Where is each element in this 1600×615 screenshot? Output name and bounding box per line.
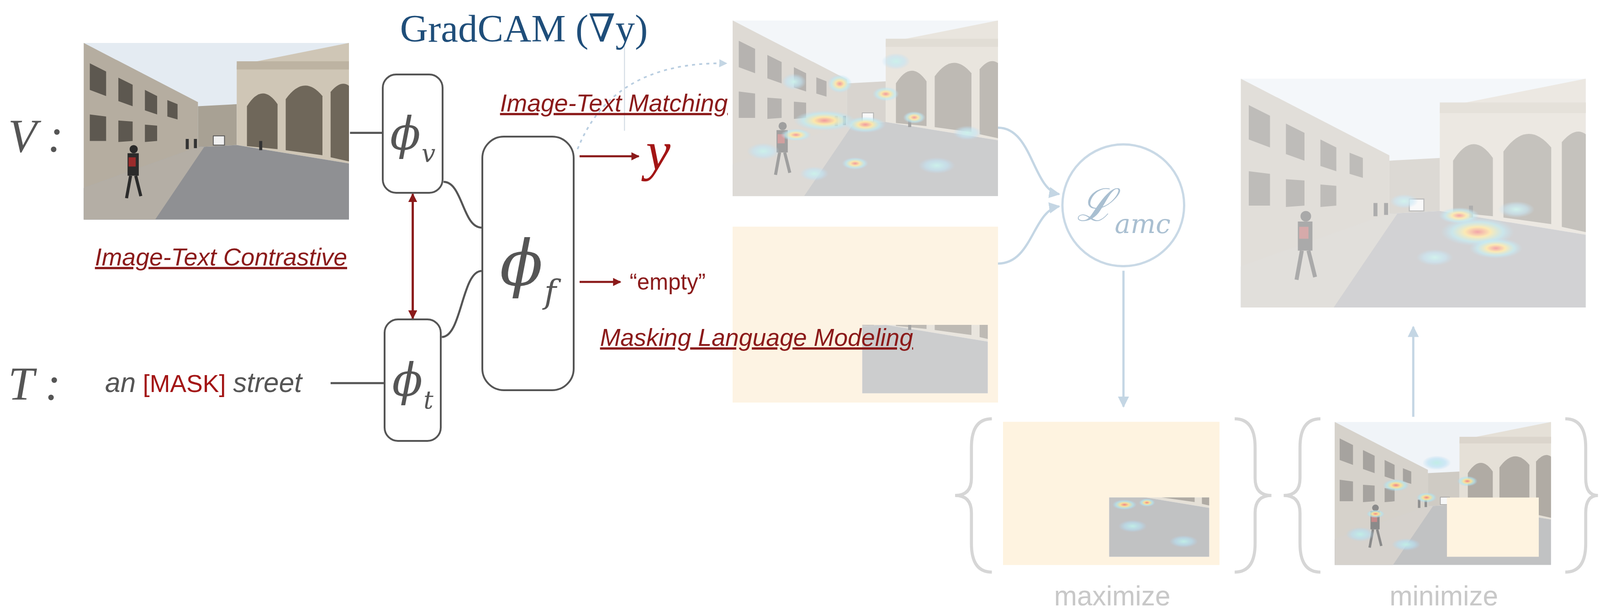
mlm-output-arrow xyxy=(579,280,621,283)
contrastive-arrow xyxy=(411,193,414,319)
set-braces-part xyxy=(1565,418,1598,572)
subscript: f xyxy=(543,272,556,311)
set-caption: maximize xyxy=(1054,580,1171,612)
set-braces-part xyxy=(1283,418,1321,572)
heatmap-to-loss xyxy=(998,127,1060,194)
objective-label: Image-Text Contrastive xyxy=(95,242,348,272)
symbol-letter: ϕ xyxy=(391,353,423,407)
masked-image-part xyxy=(732,226,999,403)
symbol-letter: ℒ xyxy=(1076,179,1115,232)
result-heatmap xyxy=(1240,78,1586,308)
set-braces xyxy=(955,418,1598,572)
objective-label: Image-Text Matching xyxy=(500,89,729,118)
subscript: amc xyxy=(1114,208,1171,240)
loss-circle-ring xyxy=(1062,144,1185,267)
image-input-wire xyxy=(349,131,384,134)
set-caption: minimize xyxy=(1389,580,1499,612)
result-heatmap-part xyxy=(1240,78,1586,308)
gradcam-heatmap-part xyxy=(732,20,999,197)
input-caption: an[MASK]street xyxy=(105,366,302,399)
maximize-sample xyxy=(982,401,1220,565)
result-up-arrow xyxy=(1412,326,1415,417)
caption-word: street xyxy=(232,366,302,399)
masked-image-part xyxy=(732,226,999,403)
encoder-link xyxy=(441,270,482,337)
node-label: ℒamc xyxy=(1076,182,1171,228)
symbol-letter: ϕ xyxy=(390,107,421,160)
mask-token: [MASK] xyxy=(142,369,227,398)
masked-image xyxy=(732,222,999,403)
output-symbol: y xyxy=(645,119,671,183)
node-label: ϕv xyxy=(390,111,436,157)
gradcam-heatmap-part xyxy=(732,20,999,197)
vision-encoder-box: ϕv xyxy=(381,73,444,195)
text-input-wire xyxy=(330,381,384,384)
result-heatmap-part xyxy=(1240,78,1586,308)
masked-to-loss xyxy=(998,206,1060,264)
minimize-sample xyxy=(1334,421,1552,565)
minimize-sample-part xyxy=(1334,421,1552,565)
encoder-link xyxy=(443,181,482,228)
maximize-sample-part xyxy=(1003,421,1220,565)
node-label: ϕf xyxy=(499,231,557,296)
itm-output-arrow xyxy=(579,155,639,158)
input-symbol: V : xyxy=(8,108,64,163)
input-symbol: T : xyxy=(8,356,61,411)
minimize-sample-part xyxy=(1334,421,1552,565)
loss-circle: ℒamc xyxy=(1061,142,1186,268)
node-label: ϕt xyxy=(391,357,434,403)
text-encoder-box: ϕt xyxy=(383,318,442,442)
fusion-encoder-box: ϕf xyxy=(481,135,575,391)
objective-label: Masking Language Modeling xyxy=(600,323,914,353)
input-photo xyxy=(83,42,349,220)
method-title: GradCAM (∇y) xyxy=(400,6,649,52)
symbol-letter: ϕ xyxy=(499,226,543,301)
predicted-token: “empty” xyxy=(629,268,706,295)
set-braces-part xyxy=(1234,418,1272,572)
gradcam-heatmap xyxy=(732,20,999,197)
subscript: v xyxy=(421,138,436,168)
subscript: t xyxy=(423,385,434,415)
loss-down-arrow xyxy=(1122,270,1125,407)
set-braces-part xyxy=(955,418,992,572)
gradcam-leader xyxy=(623,42,625,131)
caption-word: an xyxy=(105,366,136,399)
maximize-sample-part xyxy=(1003,421,1220,565)
